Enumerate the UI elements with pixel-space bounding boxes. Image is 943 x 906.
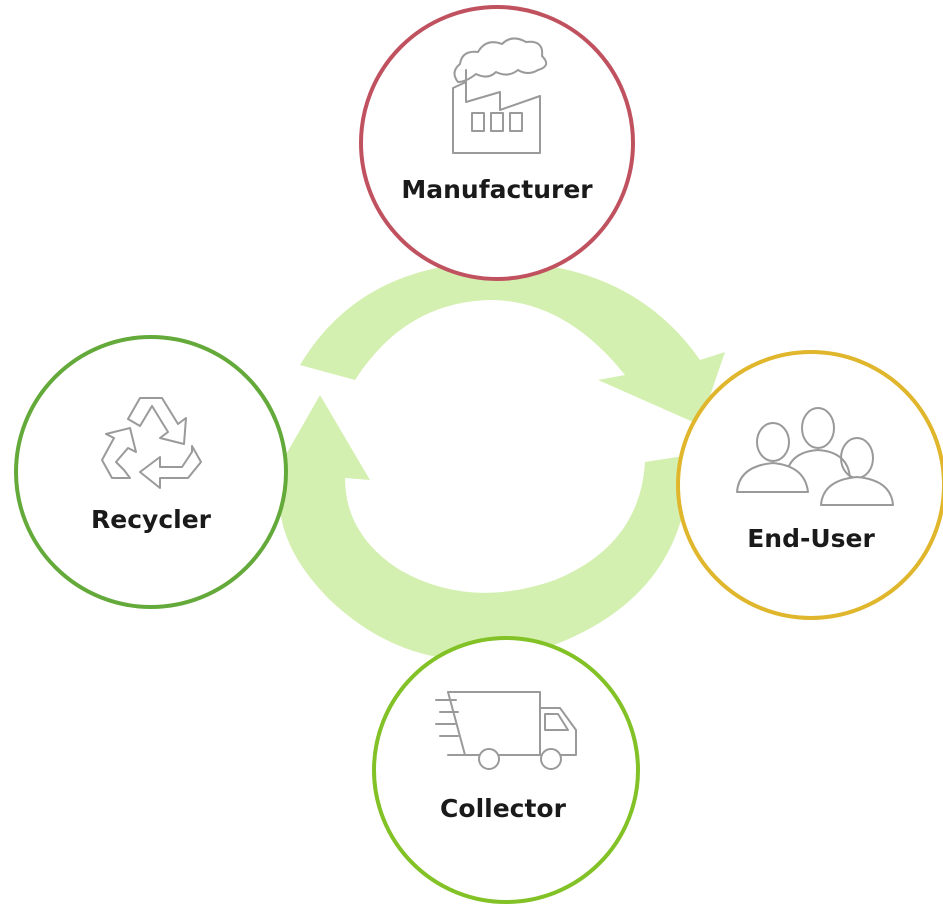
cycle-arrows bbox=[260, 261, 725, 661]
node-collector: Collector bbox=[372, 636, 640, 904]
node-recycler: Recycler bbox=[14, 335, 288, 609]
node-manufacturer: Manufacturer bbox=[359, 5, 635, 281]
factory-icon bbox=[452, 37, 548, 154]
node-manufacturer-label: Manufacturer bbox=[401, 175, 593, 204]
node-collector-circle bbox=[372, 636, 640, 904]
node-end-user: End-User bbox=[676, 350, 943, 620]
node-manufacturer-circle bbox=[359, 5, 635, 281]
users-icon bbox=[736, 407, 894, 506]
node-recycler-label: Recycler bbox=[91, 505, 212, 534]
recycle-icon bbox=[101, 397, 202, 489]
arrow-to-recycler bbox=[260, 395, 690, 661]
node-recycler-circle bbox=[14, 335, 288, 609]
node-collector-label: Collector bbox=[440, 794, 567, 823]
node-end-user-circle bbox=[676, 350, 943, 620]
truck-icon bbox=[435, 691, 577, 770]
node-end-user-label: End-User bbox=[747, 524, 875, 553]
arrow-to-end-user bbox=[300, 261, 725, 425]
